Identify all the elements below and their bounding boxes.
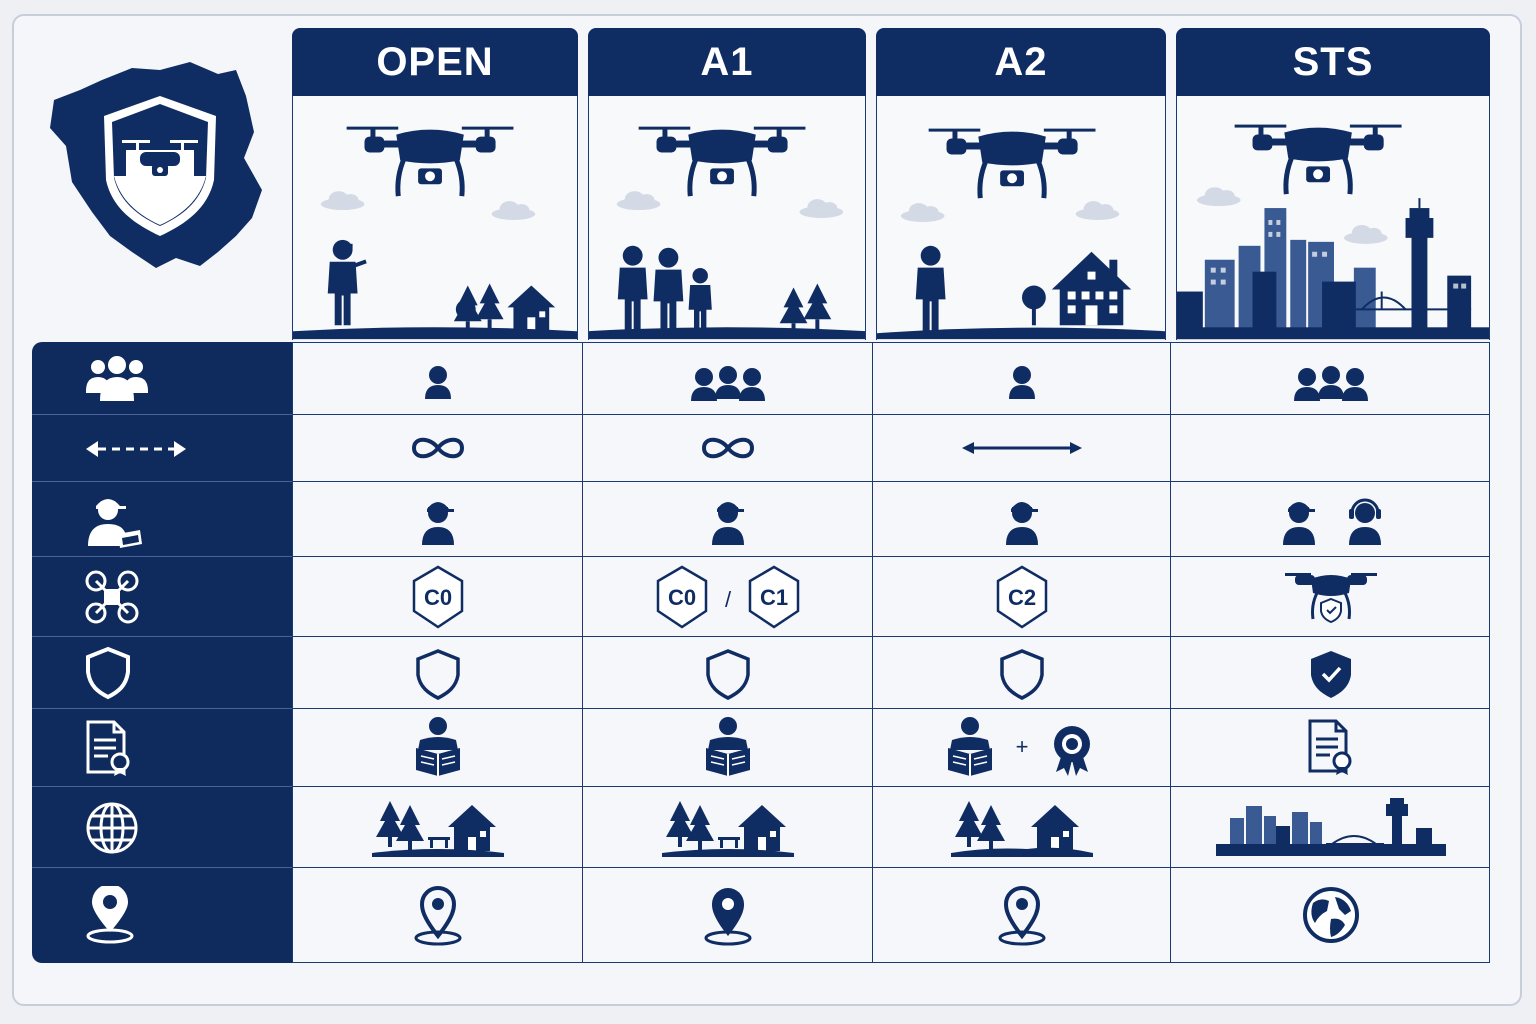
cell-a2-drone-class: C2 — [872, 556, 1170, 636]
earth-globe-icon — [1302, 887, 1359, 943]
cell-sts-people — [1170, 342, 1490, 414]
class-badges: C0 / C1 — [656, 565, 799, 628]
scene-sts — [1176, 96, 1490, 340]
countryside-landscape-icon — [371, 801, 504, 857]
pilot-icon — [711, 502, 744, 545]
cell-open-location — [292, 867, 582, 962]
group-of-people-icon — [86, 356, 148, 401]
scene-open — [292, 96, 578, 340]
cell-sts-drone-class — [1170, 556, 1490, 636]
map-pin-icon — [704, 888, 751, 946]
cell-a1-environment — [582, 786, 872, 867]
cell-a2-environment — [872, 786, 1170, 867]
scene-a2 — [876, 96, 1166, 340]
shield-check-icon — [1310, 650, 1351, 698]
single-person-icon — [1008, 365, 1035, 399]
award-rosette-icon — [1053, 725, 1090, 776]
pilot-icon — [1005, 502, 1038, 545]
city-skyline-icon — [1215, 798, 1446, 856]
row-label-drone-class — [32, 556, 292, 637]
cell-a2-location — [872, 867, 1170, 962]
cell-a2-pilot — [872, 481, 1170, 556]
row-label-location — [32, 867, 292, 964]
class-label-c1: C1 — [759, 585, 787, 610]
regulation-comparison-table: C0 C0 / C1 C2 — [32, 342, 1490, 963]
cell-a1-people — [582, 342, 872, 414]
cell-open-drone-class: C0 — [292, 556, 582, 636]
horizontal-distance-icon — [86, 440, 186, 457]
row-label-pilot — [32, 481, 292, 557]
row-label-certificate — [32, 708, 292, 787]
class-label-c0: C0 — [667, 585, 695, 610]
cell-a1-protection — [582, 636, 872, 708]
cell-sts-environment — [1170, 786, 1490, 867]
map-pin-icon — [997, 886, 1046, 946]
cell-sts-location — [1170, 867, 1490, 962]
cell-open-training — [292, 708, 582, 786]
class-badge: C2 — [996, 565, 1047, 628]
group-of-people-icon — [1293, 365, 1368, 401]
shield-outline-icon — [705, 648, 750, 700]
row-label-column — [32, 342, 292, 963]
cell-a2-protection — [872, 636, 1170, 708]
row-label-people — [32, 342, 292, 414]
countryside-landscape-icon — [950, 801, 1093, 857]
table-cells: C0 C0 / C1 C2 — [292, 342, 1490, 963]
header-a1: A1 — [588, 28, 866, 96]
certified-drone-icon — [1284, 572, 1377, 623]
pilot-icon — [421, 502, 454, 545]
certificate-document-icon — [86, 720, 130, 776]
cell-a2-training: + — [872, 708, 1170, 786]
cell-open-environment — [292, 786, 582, 867]
cell-a2-distance — [872, 414, 1170, 481]
countryside-landscape-icon — [661, 801, 794, 857]
pilot-with-controller-icon — [88, 498, 142, 548]
single-person-icon — [424, 365, 451, 399]
cell-a1-training — [582, 708, 872, 786]
scene-a1 — [588, 96, 866, 340]
header-a2: A2 — [876, 28, 1166, 96]
cell-sts-training — [1170, 708, 1490, 786]
drone-frame-icon — [85, 570, 139, 624]
cell-open-protection — [292, 636, 582, 708]
globe-icon — [86, 802, 138, 853]
shield-outline-icon — [415, 648, 460, 700]
cell-open-distance — [292, 414, 582, 481]
header-sts: STS — [1176, 28, 1490, 96]
map-pin-icon — [86, 886, 134, 944]
class-badge: C0 — [412, 565, 463, 628]
plus-sign: + — [1015, 734, 1028, 759]
map-pin-icon — [413, 886, 462, 946]
header-open: OPEN — [292, 28, 578, 96]
cell-open-people — [292, 342, 582, 414]
group-of-people-icon — [690, 365, 765, 401]
shield-icon — [86, 646, 130, 700]
online-training-reader-icon — [704, 715, 751, 777]
shield-outline-icon — [999, 648, 1044, 700]
cell-sts-distance — [1170, 414, 1490, 481]
infinity-icon — [411, 437, 464, 459]
row-label-environment — [32, 786, 292, 868]
cell-a1-pilot — [582, 481, 872, 556]
cell-sts-protection — [1170, 636, 1490, 708]
cell-sts-pilot — [1170, 481, 1490, 556]
class-label-c0: C0 — [423, 585, 451, 610]
training-plus-certificate-icon: + — [946, 715, 1090, 777]
infinity-icon — [701, 437, 754, 459]
row-label-protection — [32, 636, 292, 709]
certificate-document-icon — [1308, 719, 1351, 775]
cell-a1-distance — [582, 414, 872, 481]
drone-icon — [347, 127, 514, 197]
cell-a1-drone-class: C0 / C1 — [582, 556, 872, 636]
double-arrow-icon — [961, 442, 1082, 454]
class-separator: / — [724, 587, 731, 612]
pilot-and-observer-icon — [1282, 498, 1381, 545]
online-training-reader-icon — [414, 715, 461, 777]
poland-drone-shield-logo — [40, 40, 280, 280]
cell-open-pilot — [292, 481, 582, 556]
cell-a1-location — [582, 867, 872, 962]
cell-a2-people — [872, 342, 1170, 414]
row-label-distance — [32, 414, 292, 482]
class-label-c2: C2 — [1007, 585, 1035, 610]
